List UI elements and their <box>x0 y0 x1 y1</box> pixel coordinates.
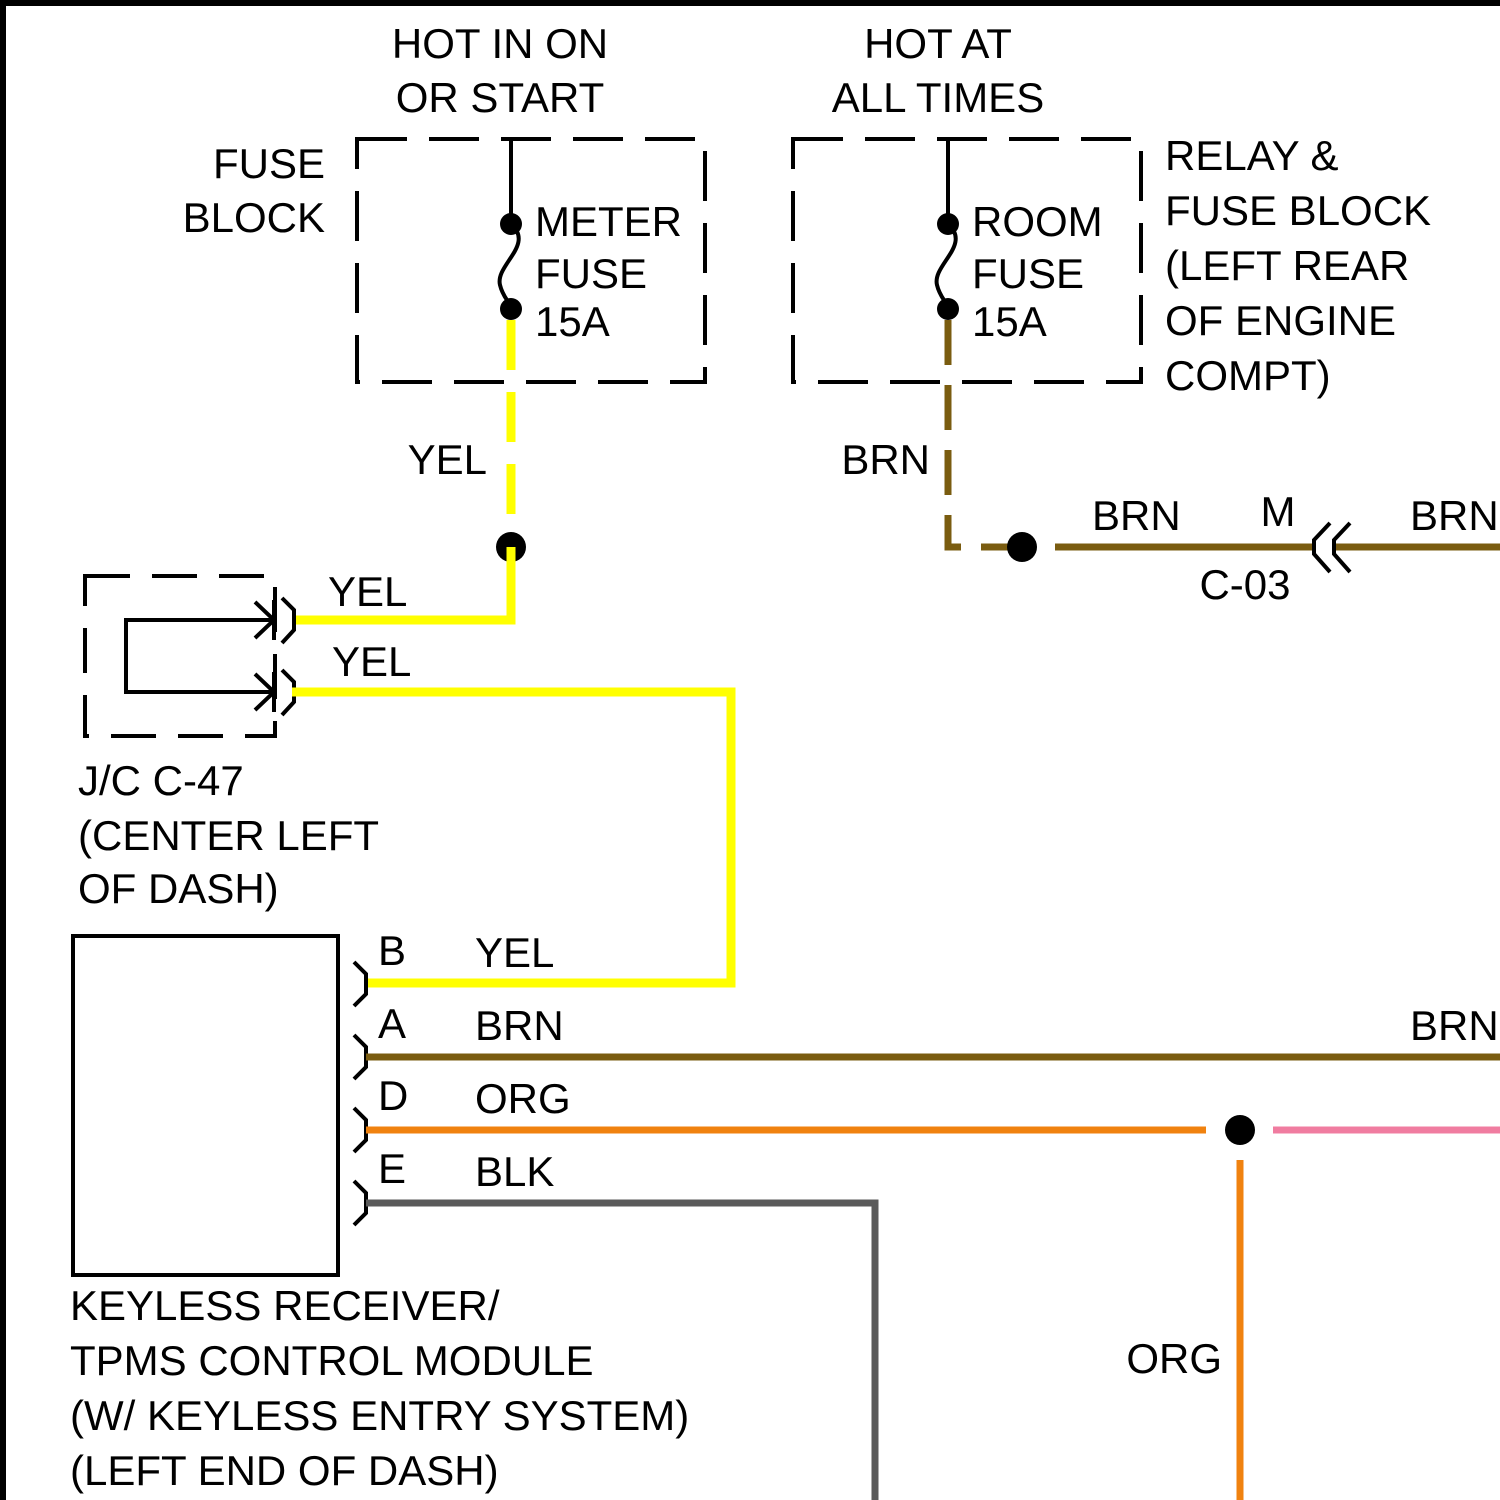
module-pin-a-wire-label: BRN <box>475 1002 564 1049</box>
brn-wire-label-fuse: BRN <box>841 436 930 483</box>
connector-c03-name-label: C-03 <box>1199 561 1290 608</box>
connector-c03-pin-label: M <box>1261 488 1296 535</box>
jc-c47-label-line3: OF DASH) <box>78 865 279 912</box>
module-pin-b-label: B <box>378 927 406 974</box>
jc-c47-label-line2: (CENTER LEFT <box>78 812 379 859</box>
room-fuse-label-line1: ROOM <box>972 198 1103 245</box>
jc-c47-internal-bus <box>126 620 272 692</box>
module-label-line3: (W/ KEYLESS ENTRY SYSTEM) <box>70 1392 689 1439</box>
fuse-block-label-line1: FUSE <box>213 140 325 187</box>
module-connector-pin-a <box>354 1035 366 1079</box>
org-splice-dot <box>1225 1115 1255 1145</box>
brn-splice-dot <box>1007 532 1037 562</box>
module-connector-pin-d <box>354 1108 366 1152</box>
module-label-line4: (LEFT END OF DASH) <box>70 1447 499 1494</box>
meter-fuse-terminal-bottom <box>500 298 522 320</box>
org-wire-label-vertical: ORG <box>1126 1335 1222 1382</box>
module-pin-a-label: A <box>378 1000 406 1047</box>
module-pin-d-label: D <box>378 1072 408 1119</box>
hot-at-all-times-label-line1: HOT AT <box>864 20 1012 67</box>
meter-fuse-label-line1: METER <box>535 198 682 245</box>
yel-wire-label-jc-bottom: YEL <box>332 638 411 685</box>
module-pin-b-wire-label: YEL <box>475 929 554 976</box>
meter-fuse-label-line3: 15A <box>535 298 610 345</box>
brn-wire-label-right-edge: BRN <box>1410 1002 1499 1049</box>
jc-c47-connector-top <box>282 598 294 643</box>
relay-block-label-line4: OF ENGINE <box>1165 297 1396 344</box>
yel-wire-label-fuse: YEL <box>408 436 487 483</box>
jc-c47-outline <box>85 576 275 736</box>
relay-block-label-line3: (LEFT REAR <box>1165 242 1409 289</box>
keyless-receiver-module-box <box>73 936 338 1275</box>
module-label-line1: KEYLESS RECEIVER/ <box>70 1282 500 1329</box>
module-pin-e-label: E <box>378 1145 406 1192</box>
module-connector-pin-b <box>354 962 366 1006</box>
module-pin-e-wire-label: BLK <box>475 1148 554 1195</box>
room-fuse-element <box>937 224 956 309</box>
fuse-block-label-line2: BLOCK <box>183 194 325 241</box>
relay-block-label-line2: FUSE BLOCK <box>1165 187 1431 234</box>
brn-wire-label-c03-right: BRN <box>1410 492 1499 539</box>
hot-at-all-times-label-line2: ALL TIMES <box>832 74 1044 121</box>
brn-wire-fuse-to-splice <box>948 320 1022 547</box>
meter-fuse-label-line2: FUSE <box>535 250 647 297</box>
room-fuse-label-line3: 15A <box>972 298 1047 345</box>
module-connector-pin-e <box>354 1181 366 1225</box>
meter-fuse-element <box>500 224 519 309</box>
module-label-line2: TPMS CONTROL MODULE <box>70 1337 593 1384</box>
room-fuse-terminal-bottom <box>937 298 959 320</box>
relay-block-label-line5: COMPT) <box>1165 352 1331 399</box>
relay-fuse-block-outline <box>793 139 1141 382</box>
yel-wire-label-jc-top: YEL <box>328 568 407 615</box>
jc-c47-label-line1: J/C C-47 <box>78 757 244 804</box>
hot-in-on-label-line2: OR START <box>396 74 604 121</box>
hot-in-on-label-line1: HOT IN ON <box>392 20 608 67</box>
fuse-block-outline <box>357 139 705 382</box>
relay-block-label-line1: RELAY & <box>1165 132 1339 179</box>
brn-wire-label-c03-left: BRN <box>1092 492 1181 539</box>
room-fuse-label-line2: FUSE <box>972 250 1084 297</box>
module-pin-d-wire-label: ORG <box>475 1075 571 1122</box>
